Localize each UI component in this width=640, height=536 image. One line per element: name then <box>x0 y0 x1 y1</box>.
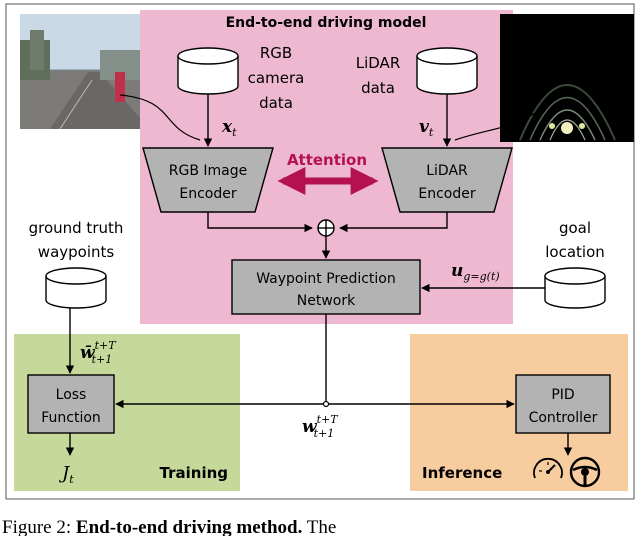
rgb-input-symbol: xt <box>221 117 237 139</box>
rgb-encoder-block <box>142 147 274 213</box>
rgb-encoder-line1: RGB Image <box>169 163 247 179</box>
model-title: End-to-end driving model <box>226 15 427 31</box>
ground-truth-line2: waypoints <box>38 243 115 261</box>
rgb-data-line1: RGB <box>260 44 292 62</box>
lidar-image <box>500 14 634 142</box>
pid-line1: PID <box>551 387 574 403</box>
rgb-data-cylinder <box>177 47 239 95</box>
ground-truth-cylinder <box>45 267 107 309</box>
training-label: Training <box>160 464 228 482</box>
steering-wheel-icon <box>569 456 601 488</box>
lidar-image-link <box>454 109 541 141</box>
rgb-encoder-line2: Encoder <box>179 186 236 202</box>
waypoint-network-line1: Waypoint Prediction <box>256 271 396 287</box>
figure-caption: Figure 2: End-to-end driving method. The <box>0 520 640 536</box>
ground-truth-line1: ground truth <box>29 219 124 237</box>
speedometer-icon <box>533 457 563 479</box>
rgb-data-line2: camera <box>248 69 305 87</box>
lidar-data-cylinder <box>416 47 478 95</box>
waypoint-network-line2: Network <box>297 293 356 309</box>
pid-line2: Controller <box>529 410 598 426</box>
rgb-data-line3: data <box>259 94 293 112</box>
goal-line2: location <box>545 243 605 261</box>
output-junction <box>322 400 330 408</box>
goal-line1: goal <box>559 219 591 237</box>
loss-function-block <box>27 374 115 434</box>
loss-line1: Loss <box>56 387 87 403</box>
outer-frame <box>5 3 635 500</box>
goal-cylinder <box>544 267 606 309</box>
lidar-encoder-line2: Encoder <box>418 186 475 202</box>
loss-line2: Function <box>41 410 101 426</box>
attention-label: Attention <box>287 151 367 169</box>
lidar-encoder-output <box>339 212 448 233</box>
rgb-camera-image <box>20 14 140 130</box>
inference-label: Inference <box>422 464 502 482</box>
lidar-encoder-line1: LiDAR <box>426 163 468 179</box>
lidar-data-line2: data <box>361 79 395 97</box>
lidar-data-line1: LiDAR <box>356 54 401 72</box>
rgb-image-link <box>119 94 201 141</box>
loss-symbol: Jt <box>58 463 74 486</box>
lidar-encoder-block <box>381 147 513 213</box>
driving-model-diagram: End-to-end driving model RGB camera data… <box>5 3 635 500</box>
goal-symbol: ug=g(t) <box>451 261 500 283</box>
sum-node <box>317 219 335 237</box>
rgb-encoder-output <box>207 212 313 233</box>
caption-prefix: Figure 2: <box>2 520 72 536</box>
pid-controller-block <box>515 374 611 434</box>
caption-bold: End-to-end driving method. <box>75 520 303 536</box>
lidar-input-symbol: vt <box>419 117 434 139</box>
caption-rest: The <box>306 520 337 536</box>
waypoint-network-block <box>231 259 421 315</box>
